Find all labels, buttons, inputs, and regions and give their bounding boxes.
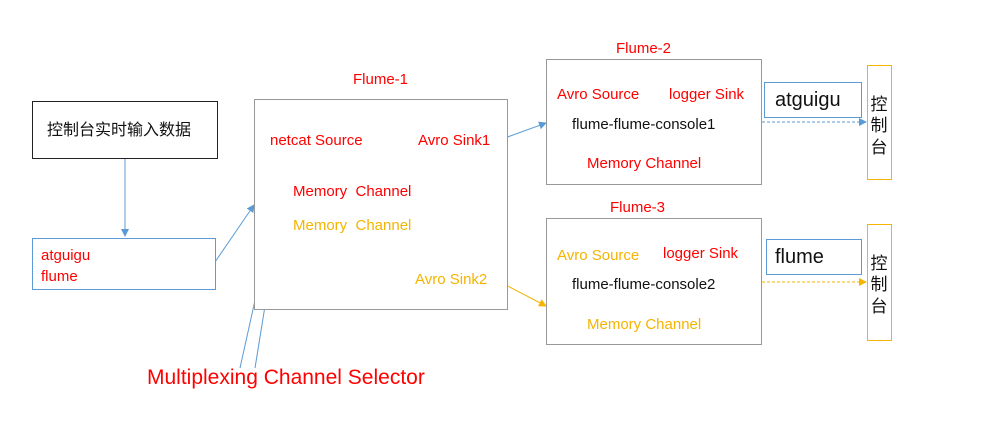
arrow-data-to-flume1 — [214, 204, 255, 263]
flume3-console-box: 控制台 — [867, 224, 892, 341]
flume3-box: Avro Source logger Sink flume-flume-cons… — [546, 218, 762, 345]
flume2-name: flume-flume-console1 — [572, 116, 716, 133]
flume2-channel: Memory Channel — [587, 155, 702, 172]
flume1-channel2: Memory Channel — [293, 217, 412, 234]
atguigu-flume-line2: flume — [41, 268, 78, 285]
flume2-source: Avro Source — [557, 86, 640, 103]
flume1-source: netcat Source — [270, 132, 363, 149]
flume2-output-text: atguigu — [775, 89, 841, 111]
input-box-text: 控制台实时输入数据 — [47, 122, 192, 139]
flume2-box: Avro Source logger Sink flume-flume-cons… — [546, 59, 762, 185]
flume2-console-box: 控制台 — [867, 65, 892, 180]
flume1-sink2: Avro Sink2 — [415, 271, 488, 288]
flume3-title: Flume-3 — [610, 199, 666, 216]
flume1-sink1: Avro Sink1 — [418, 132, 491, 149]
flume3-output-box: flume — [766, 239, 862, 275]
flume2-sink: logger Sink — [669, 86, 745, 103]
flume3-sink: logger Sink — [663, 245, 739, 262]
selector-label: Multiplexing Channel Selector — [147, 366, 425, 389]
input-box: 控制台实时输入数据 — [32, 101, 218, 159]
flume3-source: Avro Source — [557, 247, 640, 264]
flume1-channel1: Memory Channel — [293, 183, 412, 200]
flume1-box: netcat Source Memory Channel Memory Chan… — [254, 99, 508, 310]
atguigu-flume-box: atguigu flume — [32, 238, 216, 290]
flume3-name: flume-flume-console2 — [572, 276, 716, 293]
atguigu-flume-line1: atguigu — [41, 247, 91, 264]
arrow-sink1-to-flume2 — [501, 121, 547, 140]
flume2-output-box: atguigu — [764, 82, 862, 118]
flume3-channel: Memory Channel — [587, 316, 702, 333]
flume3-output-text: flume — [775, 246, 824, 268]
flume2-title: Flume-2 — [616, 40, 672, 57]
flume2-console-text: 控制台 — [870, 95, 888, 157]
flume3-console-text: 控制台 — [870, 254, 888, 316]
flume1-title: Flume-1 — [353, 71, 409, 88]
